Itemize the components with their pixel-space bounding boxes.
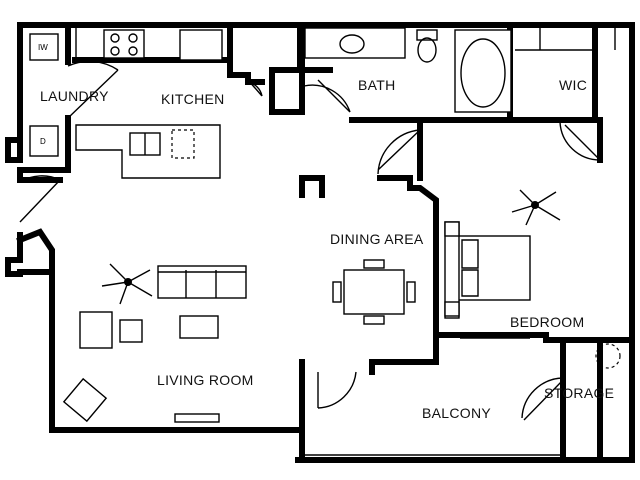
kitchen-peninsula bbox=[75, 124, 221, 179]
washer-label: IW bbox=[38, 43, 48, 52]
dryer-label: D bbox=[40, 137, 46, 146]
kitchen-upper-counter bbox=[75, 27, 231, 61]
bed-pillows bbox=[461, 239, 479, 297]
tv-cabinet bbox=[174, 413, 220, 423]
front-door bbox=[19, 175, 61, 223]
left-wall-lower bbox=[5, 228, 133, 433]
left-wall-mid bbox=[17, 167, 63, 183]
burner-4 bbox=[128, 46, 138, 56]
bedroom-door bbox=[377, 129, 421, 175]
burner-1 bbox=[110, 33, 120, 43]
washer bbox=[29, 33, 59, 61]
dining-walls bbox=[299, 175, 439, 463]
dryer bbox=[29, 125, 59, 157]
label-storage: STORAGE bbox=[544, 385, 614, 401]
wic-door bbox=[559, 121, 601, 161]
vanity-basin bbox=[339, 34, 365, 54]
left-wall-upper bbox=[5, 22, 23, 163]
dining-chair-right bbox=[406, 281, 416, 303]
coffee-table bbox=[179, 315, 219, 339]
nightstand-top bbox=[444, 221, 460, 237]
label-wic: WIC bbox=[559, 77, 587, 93]
sofa-cushions bbox=[158, 270, 246, 298]
bathtub-basin bbox=[460, 38, 506, 108]
dining-table bbox=[343, 269, 405, 315]
bath-fixtures bbox=[304, 27, 616, 113]
living-furniture bbox=[62, 263, 270, 429]
label-balcony: BALCONY bbox=[422, 405, 491, 421]
bath-door bbox=[303, 79, 351, 113]
doors bbox=[19, 60, 601, 421]
laundry-door bbox=[67, 60, 119, 119]
burner-2 bbox=[128, 33, 138, 43]
label-bedroom: BEDROOM bbox=[510, 314, 584, 330]
corner-plant bbox=[62, 377, 108, 423]
toilet-tank bbox=[416, 29, 438, 41]
bedroom-walls bbox=[417, 117, 603, 463]
armchair bbox=[79, 311, 113, 349]
label-laundry: LAUNDRY bbox=[40, 88, 109, 104]
laundry-kitchen-wall bbox=[17, 22, 71, 173]
living-ceiling-fan bbox=[101, 263, 153, 305]
dishwasher bbox=[171, 129, 195, 159]
dining-chair-bottom bbox=[363, 315, 385, 325]
refrigerator bbox=[179, 29, 223, 61]
room-labels: LAUNDRY KITCHEN BATH WIC DINING AREA BED… bbox=[40, 77, 614, 421]
kitchen-closet-door bbox=[247, 79, 263, 97]
dining-chair-top bbox=[363, 259, 385, 269]
dining-chair-left bbox=[332, 281, 342, 303]
dining-balcony-door bbox=[317, 371, 357, 409]
toilet-bowl bbox=[417, 37, 437, 63]
side-table bbox=[119, 319, 143, 343]
bathtub bbox=[454, 29, 512, 113]
bedroom-slider bbox=[460, 334, 530, 339]
wic-shelf bbox=[515, 28, 616, 51]
label-living: LIVING ROOM bbox=[157, 372, 254, 388]
label-dining: DINING AREA bbox=[330, 231, 424, 247]
vanity bbox=[304, 27, 406, 59]
right-wall bbox=[295, 22, 635, 463]
dining-furniture bbox=[332, 259, 416, 325]
storage-door bbox=[521, 377, 564, 421]
label-bath: BATH bbox=[358, 77, 396, 93]
bedroom-ceiling-fan bbox=[511, 189, 561, 226]
kitchen-appliances bbox=[103, 29, 223, 159]
stove bbox=[103, 29, 145, 59]
label-kitchen: KITCHEN bbox=[161, 91, 225, 107]
bedroom-furniture bbox=[444, 189, 561, 319]
sofa bbox=[157, 265, 247, 299]
water-heater bbox=[595, 343, 621, 369]
burner-3 bbox=[110, 46, 120, 56]
laundry-appliances: IW D bbox=[29, 33, 59, 157]
nightstand-bottom bbox=[444, 301, 460, 317]
